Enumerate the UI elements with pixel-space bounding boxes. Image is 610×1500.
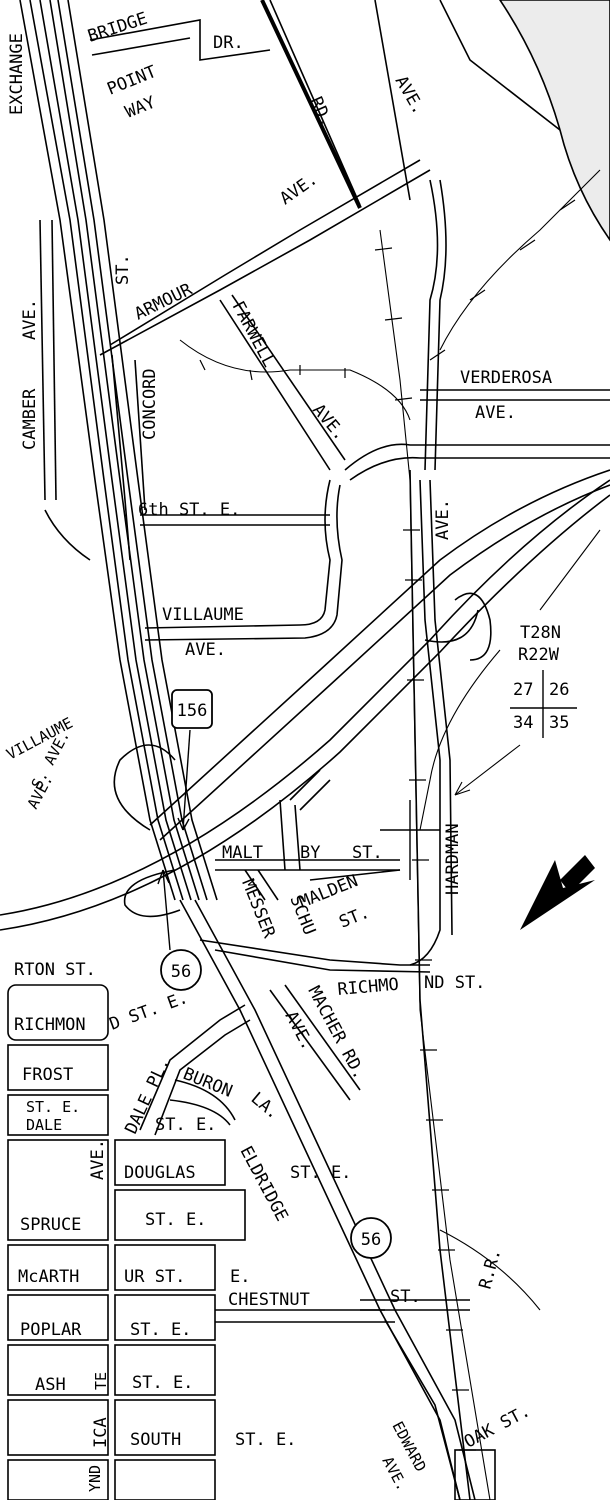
- label-st-e-poplar: ST. E.: [130, 1320, 191, 1340]
- frontage-roads: [39, 219, 146, 561]
- label-exchange: EXCHANGE: [7, 33, 27, 115]
- label-ave-verderosa: AVE.: [475, 403, 516, 423]
- label-ave-farwell: AVE.: [308, 400, 350, 444]
- label-oak: OAK ST.: [461, 1401, 534, 1452]
- label-rton: RTON ST.: [14, 960, 96, 980]
- label-south: SOUTH: [130, 1430, 181, 1450]
- north-arrow-icon: [520, 855, 595, 930]
- label-ave-diag: AVE.: [276, 169, 321, 209]
- route-56-a-label: 56: [171, 962, 191, 982]
- label-st-e-eld: ST. E.: [290, 1163, 351, 1183]
- label-ur-st: UR ST.: [124, 1267, 185, 1287]
- label-dr: DR.: [213, 33, 244, 53]
- label-bridge: BRIDGE: [85, 9, 150, 47]
- label-ave-macher: AVE.: [281, 1008, 318, 1054]
- label-st-e-ash: ST. E.: [132, 1373, 193, 1393]
- label-st-e-box: ST. E.: [26, 1098, 80, 1116]
- label-buron: BURON: [180, 1064, 235, 1102]
- label-section-27: 27: [513, 680, 533, 700]
- label-st-e-dale: ST. E.: [155, 1115, 216, 1135]
- label-camber: CAMBER: [20, 388, 40, 450]
- label-ave-camber: AVE.: [20, 299, 40, 340]
- freeway-corridor: [19, 0, 218, 901]
- label-te: TE: [92, 1372, 110, 1390]
- lower-streets: [139, 769, 476, 1500]
- section-grid: [380, 670, 577, 880]
- label-6th-st: 6th ST. E.: [138, 500, 240, 520]
- route-shield-56-b: 56: [350, 1217, 392, 1259]
- label-armour: ARMOUR: [131, 279, 196, 324]
- railroad-ticks: [199, 199, 576, 1451]
- label-e-chestnut: E.: [230, 1267, 250, 1287]
- label-mcarth: McARTH: [18, 1267, 79, 1287]
- label-ave-villaume: AVE.: [185, 640, 226, 660]
- label-township: T28N: [520, 623, 561, 643]
- label-verderosa: VERDEROSA: [460, 368, 552, 388]
- label-rd-top: RD.: [305, 94, 336, 130]
- label-ave-top: AVE.: [391, 73, 429, 118]
- rail-spur: [260, 0, 362, 209]
- label-ica: ICA: [91, 1417, 111, 1448]
- label-la: LA.: [247, 1089, 283, 1124]
- label-hardman: HARDMAN: [443, 823, 463, 895]
- label-concord: CONCORD: [140, 368, 160, 440]
- label-ave-left: AVE.: [24, 772, 57, 812]
- label-range: R22W: [518, 645, 560, 665]
- label-malt: MALT: [222, 843, 263, 863]
- label-frost: FROST: [22, 1065, 73, 1085]
- label-farwell: FARWELL: [228, 298, 279, 371]
- label-chestnut: CHESTNUT: [228, 1290, 310, 1310]
- city-blocks: [7, 984, 496, 1500]
- label-ash: ASH: [35, 1375, 66, 1395]
- label-st-chestnut: ST.: [390, 1287, 421, 1307]
- label-way: WAY: [122, 93, 158, 123]
- section-pointer-lines: [419, 529, 601, 831]
- label-richmond-st: RICHMO: [337, 975, 400, 1000]
- route-shield-156: 156: [171, 689, 213, 831]
- label-by: BY: [300, 843, 320, 863]
- label-messer: MESSER: [237, 876, 279, 941]
- label-section-34: 34: [513, 713, 533, 733]
- interchange-loops: [113, 592, 492, 918]
- label-st-malt: ST.: [352, 843, 383, 863]
- label-st: ST.: [113, 254, 133, 285]
- route-156-label: 156: [177, 701, 208, 721]
- label-douglas: DOUGLAS: [124, 1163, 196, 1183]
- route-shield-56-a: 56: [157, 869, 202, 991]
- label-richmon: RICHMON: [14, 1015, 86, 1035]
- label-st-e-spruce: ST. E.: [145, 1210, 206, 1230]
- label-poplar: POPLAR: [20, 1320, 82, 1340]
- highway-36: [0, 469, 610, 931]
- local-streets: [89, 0, 610, 641]
- label-dale-box: DALE: [26, 1116, 62, 1134]
- label-nd-st: ND ST.: [424, 973, 485, 993]
- route-56-b-label: 56: [361, 1230, 381, 1250]
- water-area: [499, 0, 610, 242]
- label-section-26: 26: [549, 680, 569, 700]
- label-ave-douglas: AVE.: [88, 1139, 108, 1180]
- label-st-e-south: ST. E.: [235, 1430, 296, 1450]
- label-ynd: YND: [86, 1465, 104, 1492]
- label-st-malden: ST.: [336, 903, 372, 933]
- label-eldridge: ELDRIDGE: [236, 1143, 292, 1225]
- label-section-35: 35: [549, 713, 569, 733]
- label-spruce: SPRUCE: [20, 1215, 81, 1235]
- label-d-st-e: D ST. E.: [107, 988, 191, 1035]
- label-ave-vert: AVE.: [433, 499, 453, 540]
- label-villaume: VILLAUME: [162, 605, 244, 625]
